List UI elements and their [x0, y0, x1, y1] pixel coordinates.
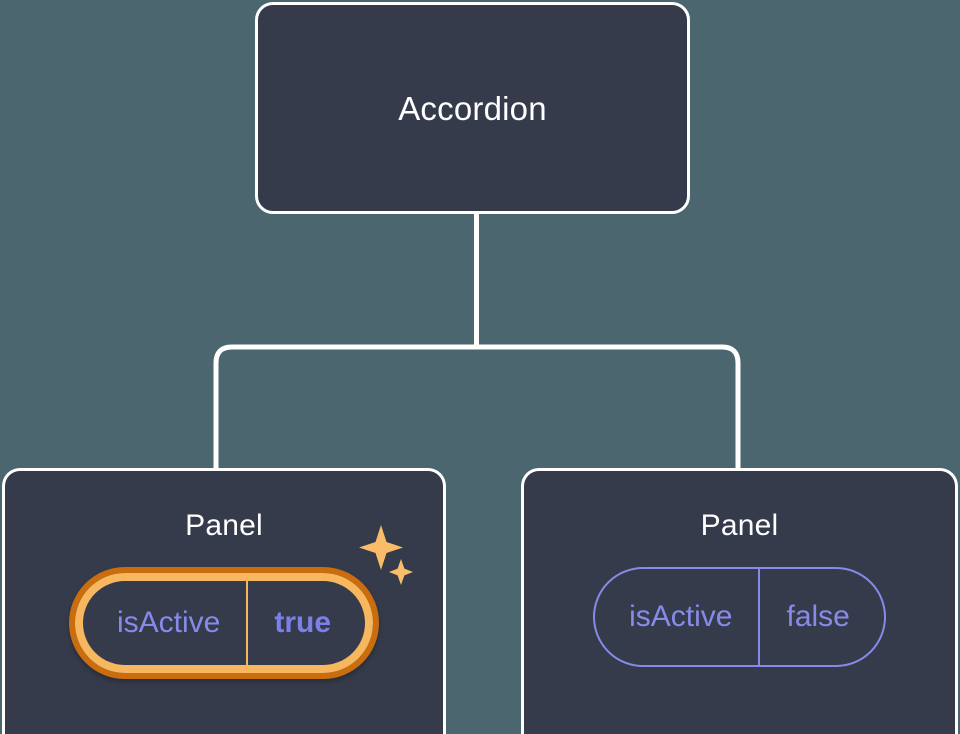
prop-pill-wrapper: isActive false — [593, 567, 886, 667]
prop-pill-wrapper: isActive true — [68, 525, 414, 679]
prop-pill[interactable]: isActive false — [593, 567, 886, 667]
prop-key: isActive — [629, 600, 733, 633]
prop-pill-highlighted[interactable]: isActive true — [68, 567, 380, 679]
node-title: Panel — [700, 509, 779, 542]
tree-node-accordion[interactable]: Accordion — [255, 2, 690, 214]
node-title: Panel — [185, 509, 263, 542]
tree-node-panel-active[interactable]: Panel isActive true — [2, 468, 446, 734]
prop-value: false — [758, 569, 883, 665]
node-title: Accordion — [398, 89, 547, 127]
tree-node-panel-inactive[interactable]: Panel isActive false — [521, 468, 958, 734]
prop-value: true — [246, 581, 365, 665]
prop-key: isActive — [116, 606, 221, 639]
connector-child-bus — [213, 344, 741, 468]
